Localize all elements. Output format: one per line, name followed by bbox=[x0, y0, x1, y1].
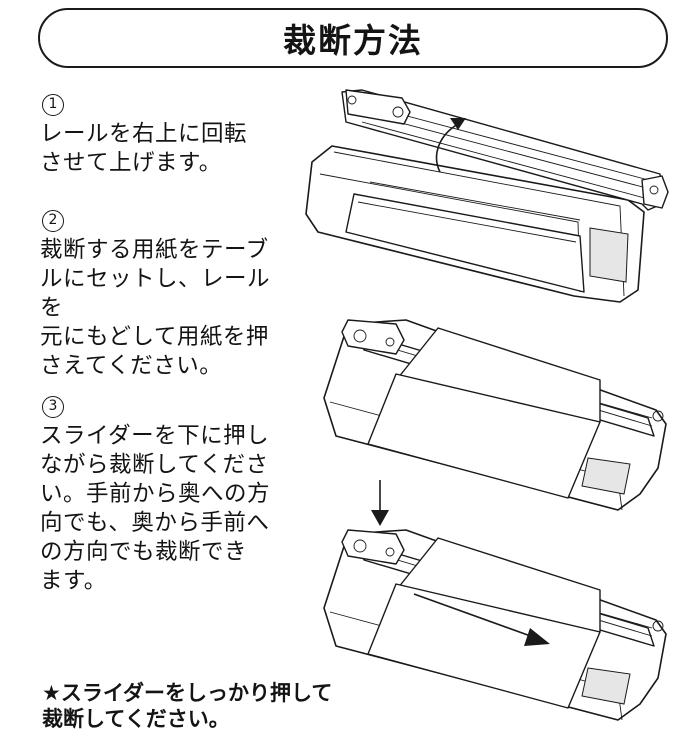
step-3-number: 3 bbox=[42, 396, 64, 418]
step-1-number: 1 bbox=[42, 94, 64, 116]
step-3-text: スライダーを下に押し ながら裁断してくださ い。手前から奥への方 向でも、奥から… bbox=[40, 422, 280, 596]
cutter-slider-cutting-illustration bbox=[318, 476, 674, 734]
title-banner: 裁断方法 bbox=[38, 8, 668, 68]
step-1-text: レールを右上に回転 させて上げます。 bbox=[40, 120, 280, 178]
step-2-number: 2 bbox=[42, 210, 64, 232]
step-2-text: 裁断する用紙をテーブ ルにセットし、レールを 元にもどして用紙を押 さえてくださ… bbox=[40, 236, 280, 381]
page-title: 裁断方法 bbox=[283, 14, 423, 62]
cutter-rail-raised-illustration bbox=[290, 82, 672, 308]
